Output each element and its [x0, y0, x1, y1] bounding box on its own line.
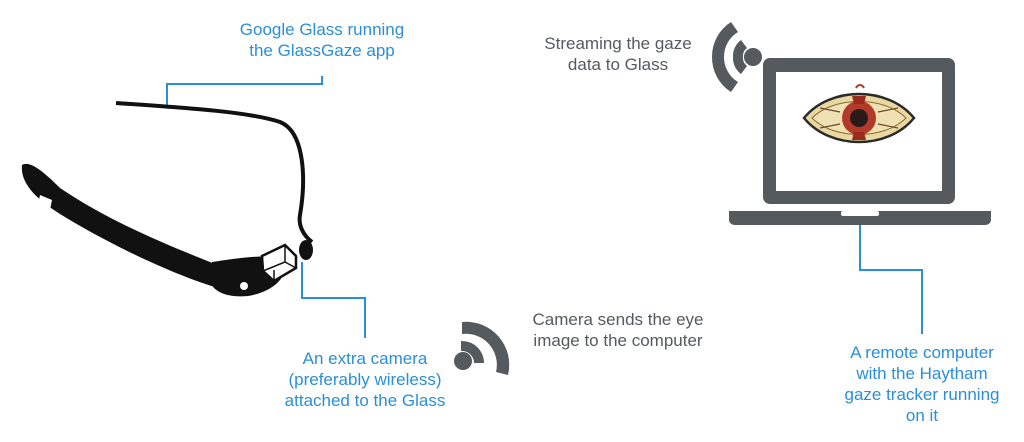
computer-connector-line: [859, 222, 923, 334]
wireless-signal-icon: [454, 321, 510, 375]
google-glass-icon: [21, 101, 314, 297]
wireless-signal-icon: [711, 22, 762, 92]
eye-image-icon: [802, 84, 916, 144]
glass-connector-line: [166, 76, 323, 105]
camera-sends-caption: Camera sends the eye image to the comput…: [532, 310, 704, 350]
glass-caption: Google Glass running the GlassGaze app: [239, 20, 405, 60]
connector-lines: [166, 76, 923, 338]
computer-caption: A remote computer with the Haytham gaze …: [844, 343, 1000, 425]
laptop-icon: [729, 58, 991, 225]
camera-caption: An extra camera (preferably wireless) at…: [284, 349, 446, 410]
streaming-caption: Streaming the gaze data to Glass: [544, 34, 692, 74]
camera-connector-line: [301, 262, 366, 338]
